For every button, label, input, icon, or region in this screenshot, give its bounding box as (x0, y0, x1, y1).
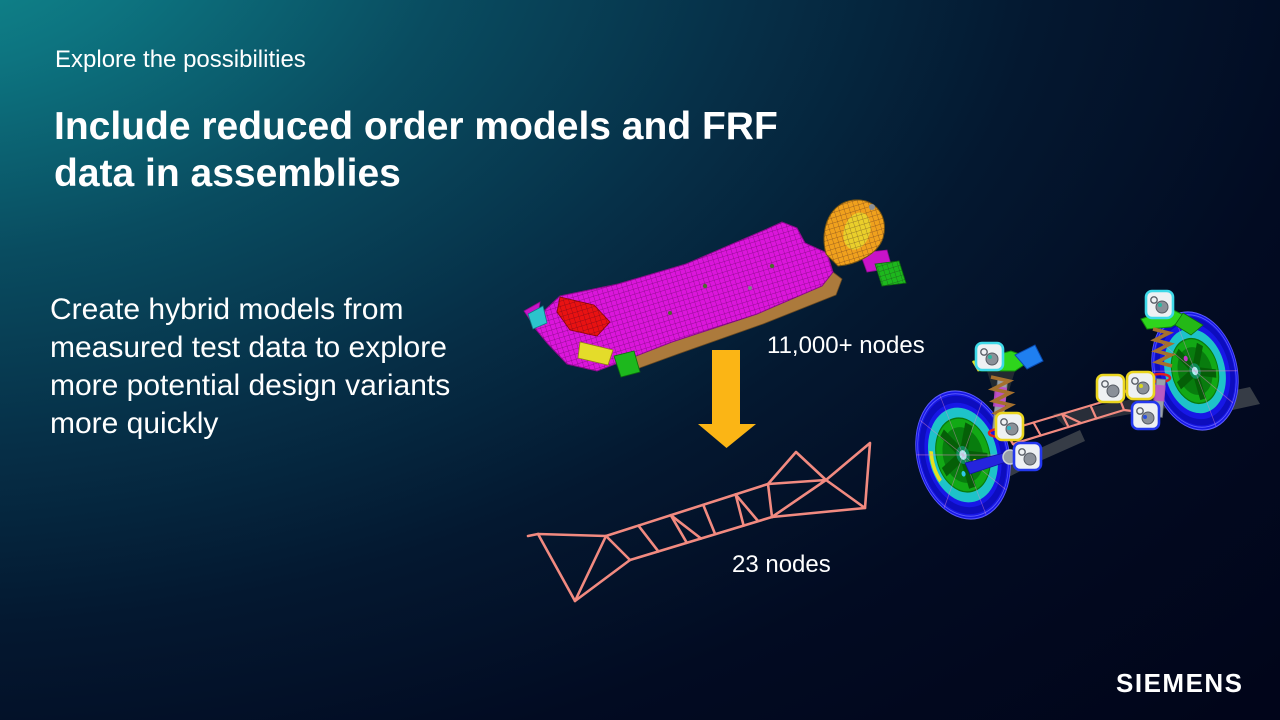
body-copy: Create hybrid models from measured test … (50, 291, 450, 443)
reduction-arrow (698, 350, 756, 448)
tire-mesh-lines (916, 395, 1010, 515)
body-line: more potential design variants (50, 369, 451, 402)
connector-badge-yellow (1125, 370, 1156, 401)
siemens-logo: SIEMENS (1116, 668, 1244, 698)
down-arrow-icon (698, 350, 756, 448)
body-line: more quickly (50, 407, 219, 440)
connector-badge-blue (1130, 400, 1161, 431)
brake-highlight (929, 451, 942, 483)
mesh-texture (557, 297, 610, 336)
deck-fastener (769, 263, 775, 269)
deck-fastener (748, 286, 752, 290)
mesh-texture (533, 222, 833, 371)
connector-badge-yellow (994, 411, 1025, 442)
wireframe-truss (526, 441, 872, 603)
axle-assembly (915, 289, 1260, 520)
slide-title: Include reduced order models and FRF dat… (54, 103, 778, 197)
wireframe-model (526, 441, 872, 603)
connector-badge-cyan (974, 341, 1005, 372)
connector-badge-yellow (1095, 373, 1126, 404)
green-bracket (613, 350, 641, 378)
tire-mesh-lines (1152, 315, 1238, 427)
yellow-bracket (577, 341, 614, 366)
connector-badge-blue (1012, 441, 1043, 472)
title-line-1: Include reduced order models and FRF (54, 105, 778, 148)
body-line: measured test data to explore (50, 331, 447, 364)
coil-spring (987, 375, 1016, 419)
deck-fastener (702, 283, 708, 289)
coil-spring (1150, 327, 1176, 368)
fin-fastener (869, 204, 875, 210)
title-line-2: data in assemblies (54, 152, 401, 195)
fe-mesh-model (523, 199, 907, 378)
detailed-model-label: 11,000+ nodes (767, 332, 925, 359)
left-wheel (915, 390, 1011, 520)
body-line: Create hybrid models from (50, 293, 404, 326)
kicker-text: Explore the possibilities (55, 46, 306, 73)
mesh-texture (824, 199, 885, 266)
cyan-bracket (527, 305, 548, 330)
reduced-model-label: 23 nodes (732, 551, 831, 578)
deck-fastener (668, 311, 672, 315)
mesh-texture (875, 261, 906, 286)
knuckle (1014, 344, 1044, 370)
connector-badge-cyan (1144, 289, 1175, 320)
